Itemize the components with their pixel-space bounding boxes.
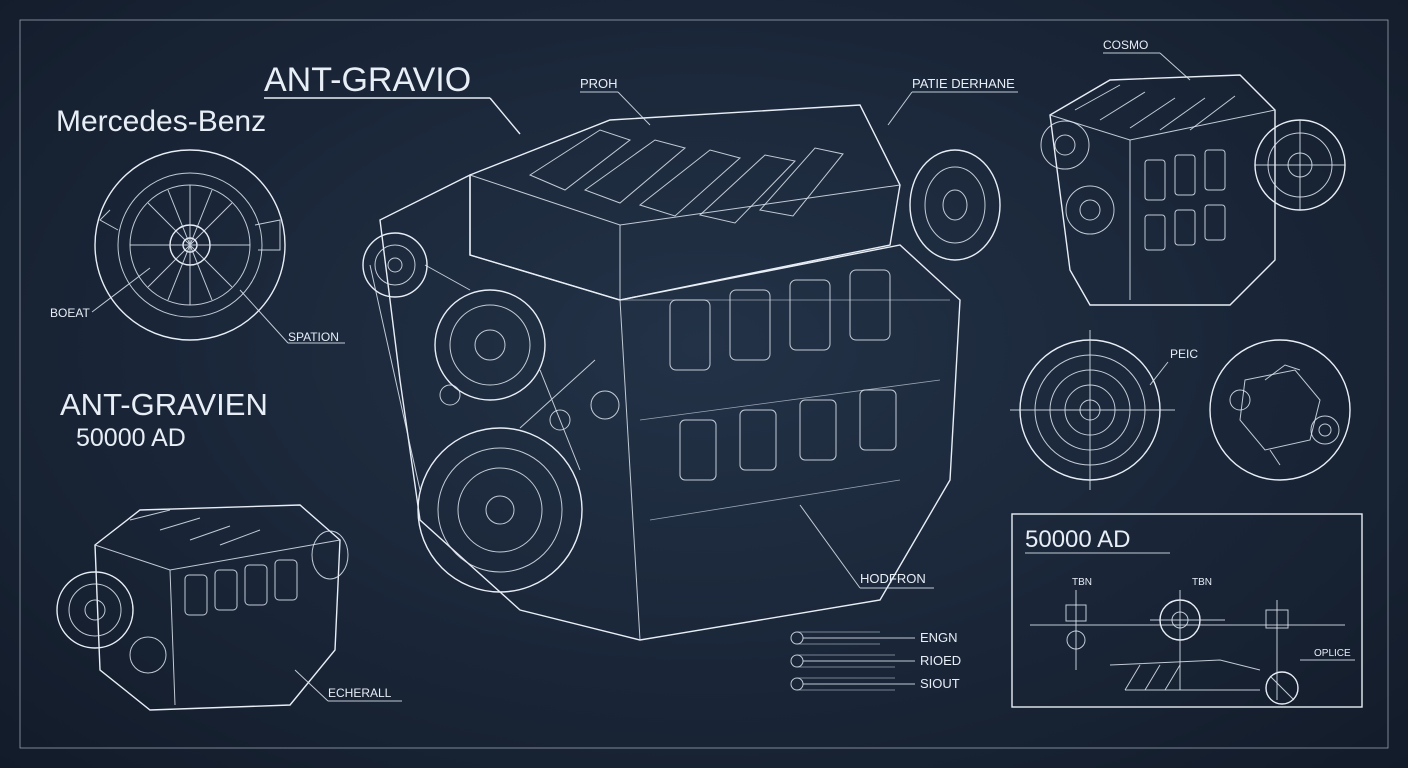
legend-label: RIOED xyxy=(920,653,961,668)
spation-leader xyxy=(239,289,289,344)
echerall-leader xyxy=(294,669,329,702)
spec-box xyxy=(1011,513,1363,708)
spec-label: TBN xyxy=(1192,577,1212,588)
legend: ENGN RIOED SIOUT xyxy=(790,630,961,691)
main-title-leader xyxy=(489,97,521,135)
spec-box-title: 50000 AD xyxy=(1025,526,1130,553)
secondary-title: ANT-GRAVIEN xyxy=(60,387,268,422)
wheel-detail xyxy=(94,149,286,341)
legend-item: SIOUT xyxy=(790,676,960,691)
era-label: 50000 AD xyxy=(76,424,186,452)
top-right-engine-drawing xyxy=(1040,74,1346,306)
main-engine-drawing xyxy=(362,104,1001,641)
callout-proh: PROH xyxy=(580,76,618,91)
target-diagram xyxy=(1010,330,1175,490)
spec-mechanism-drawing xyxy=(1030,590,1345,705)
legend-item: ENGN xyxy=(790,630,958,645)
patie-derhane-leader xyxy=(887,91,913,126)
cosmo-leader xyxy=(1159,52,1191,81)
callout-patie-derhane: PATIE DERHANE xyxy=(912,76,1015,91)
callout-boeat: BOEAT xyxy=(50,306,90,320)
brand-label: Mercedes-Benz xyxy=(56,105,266,138)
legend-label: SIOUT xyxy=(920,676,960,691)
blueprint-frame xyxy=(19,19,1389,749)
peic-leader xyxy=(1149,361,1169,386)
main-title: ANT-GRAVIO xyxy=(264,61,471,99)
legend-label: ENGN xyxy=(920,630,958,645)
callout-peic: PEIC xyxy=(1170,347,1198,361)
callout-spation: SPATION xyxy=(288,330,339,344)
legend-item: RIOED xyxy=(790,653,961,668)
spec-label: TBN xyxy=(1072,577,1092,588)
callout-cosmo: COSMO xyxy=(1103,38,1148,52)
hodfron-leader xyxy=(799,504,861,589)
spec-label: OPLICE xyxy=(1314,648,1351,659)
gearbox-detail xyxy=(1209,339,1351,481)
small-engine-drawing xyxy=(56,504,349,711)
callout-echerall: ECHERALL xyxy=(328,686,392,700)
boeat-leader xyxy=(91,267,151,313)
callout-hodfron: HODFRON xyxy=(860,571,926,586)
proh-leader xyxy=(617,91,651,126)
